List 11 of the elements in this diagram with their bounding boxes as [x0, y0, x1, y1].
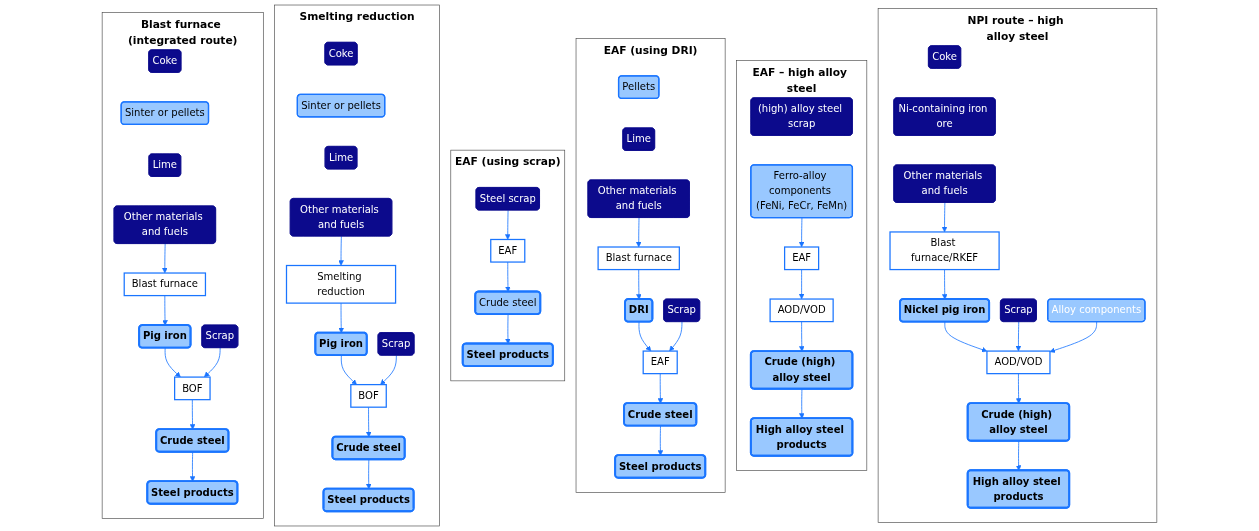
node-box: BOF	[174, 376, 211, 401]
node-box: AOD/VOD	[769, 298, 834, 323]
node-box: EAF	[642, 350, 678, 375]
node-box: BOF	[350, 384, 387, 408]
node-box: Blast furnace/RKEF	[889, 231, 1000, 271]
node-box: AOD/VOD	[986, 350, 1051, 375]
node-box: EAF	[784, 246, 820, 271]
node-box: Smelting reduction	[285, 264, 397, 304]
node-box: EAF	[490, 238, 526, 263]
node-box: Blast furnace	[123, 272, 207, 297]
node-box: Blast furnace	[597, 246, 680, 271]
